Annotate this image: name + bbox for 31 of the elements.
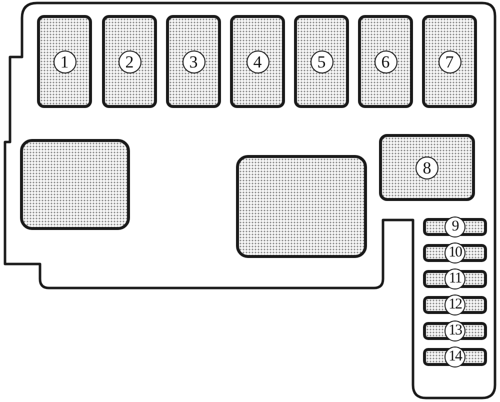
fuse (423, 322, 487, 340)
fuse (423, 244, 487, 262)
callout-number: 12 (444, 294, 466, 316)
fuse (423, 270, 487, 288)
relay (230, 15, 285, 108)
callout-number: 2 (118, 50, 141, 73)
callout-number: 7 (438, 50, 461, 73)
relay (379, 134, 475, 201)
callout-number: 8 (416, 156, 438, 179)
callout-number: 11 (444, 268, 466, 290)
fuse (423, 296, 487, 314)
callout-number: 1 (53, 50, 76, 73)
callout-number: 3 (182, 50, 205, 73)
callout-number: 14 (444, 346, 466, 368)
callout-number: 4 (246, 50, 269, 73)
relay (358, 15, 413, 108)
relay (422, 15, 477, 108)
callout-number: 6 (374, 50, 397, 73)
component-block (20, 139, 130, 230)
callout-number: 13 (444, 320, 466, 342)
fuse (423, 348, 487, 366)
callout-number: 9 (444, 216, 466, 238)
fuse (423, 218, 487, 236)
relay (37, 15, 92, 108)
callout-number: 5 (310, 50, 333, 73)
relay (166, 15, 221, 108)
relay (294, 15, 349, 108)
relay (102, 15, 157, 108)
callout-number: 10 (444, 242, 466, 264)
fuse-box-housing (3, 1, 497, 400)
component-block (236, 155, 367, 258)
